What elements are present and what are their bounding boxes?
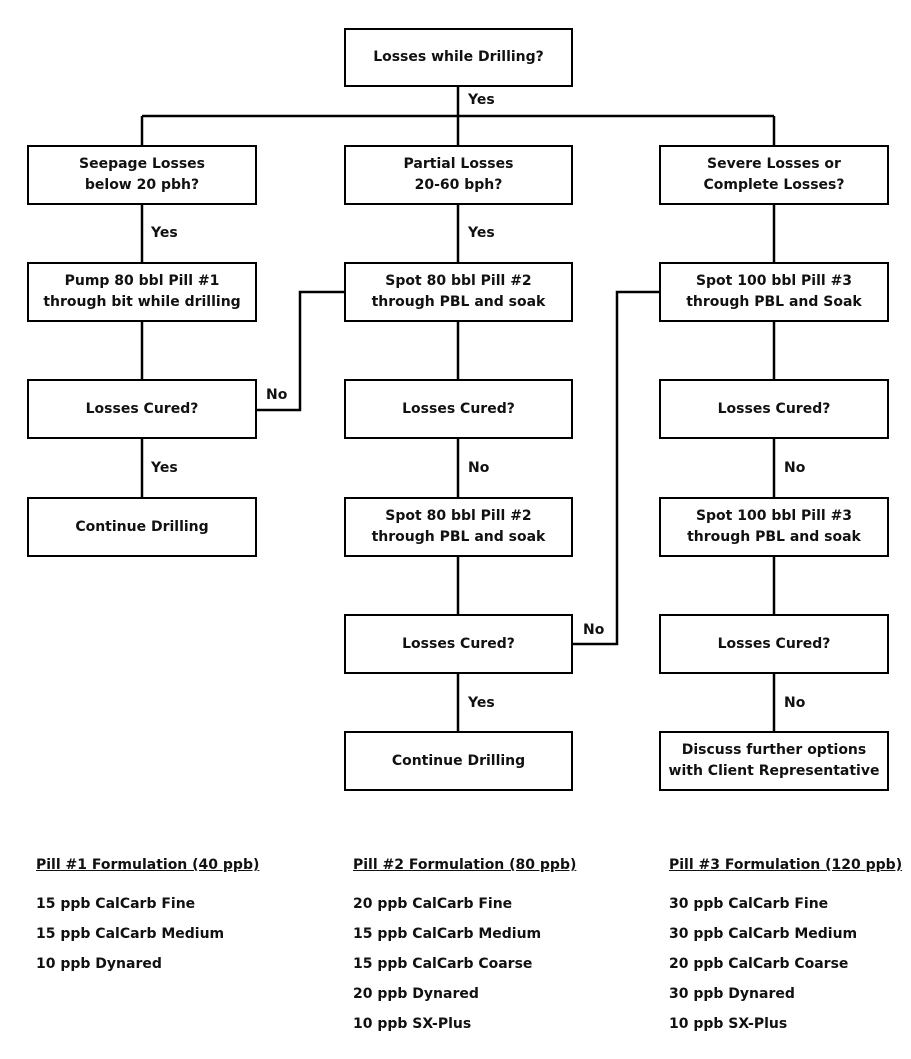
middle-check1-box: Losses Cured? <box>344 379 573 439</box>
pill3-item: 30 ppb CalCarb Fine <box>669 896 829 912</box>
pill1-formulation: Pill #1 Formulation (40 ppb) 15 ppb CalC… <box>36 855 259 979</box>
pill2-formulation: Pill #2 Formulation (80 ppb) 20 ppb CalC… <box>353 855 576 1039</box>
right-check1-box: Losses Cured? <box>659 379 889 439</box>
right-end-line1: Discuss further options <box>681 742 867 758</box>
left-no-label: No <box>266 387 288 403</box>
pill3-item: 20 ppb CalCarb Coarse <box>669 956 849 972</box>
pill3-title: Pill #3 Formulation (120 ppb) <box>669 857 903 873</box>
middle-end-box: Continue Drilling <box>344 731 573 791</box>
right-action-box: Spot 100 bbl Pill #3 through PBL and Soak <box>659 262 889 322</box>
pill1-item: 15 ppb CalCarb Medium <box>36 926 225 942</box>
right-end-box: Discuss further options with Client Repre… <box>659 731 889 791</box>
pill2-item: 20 ppb CalCarb Fine <box>353 896 513 912</box>
left-check-text: Losses Cured? <box>85 400 199 417</box>
left-end-box: Continue Drilling <box>27 497 257 557</box>
right-end-line2: with Client Representative <box>668 763 880 779</box>
right-action2-box: Spot 100 bbl Pill #3 through PBL and soak <box>659 497 889 557</box>
right-action-line2: through PBL and Soak <box>686 294 862 310</box>
middle-action-box: Spot 80 bbl Pill #2 through PBL and soak <box>344 262 573 322</box>
pill1-item: 10 ppb Dynared <box>36 956 162 972</box>
middle-action2-line1: Spot 80 bbl Pill #2 <box>385 508 532 524</box>
middle-check1-text: Losses Cured? <box>402 400 515 417</box>
middle-no1-label: No <box>468 460 490 476</box>
left-end-text: Continue Drilling <box>75 518 209 535</box>
middle-no2-label: No <box>583 622 605 638</box>
middle-question-line1: Partial Losses <box>403 156 514 172</box>
right-check2-text: Losses Cured? <box>717 635 831 652</box>
middle-action2-box: Spot 80 bbl Pill #2 through PBL and soak <box>344 497 573 557</box>
start-box: Losses while Drilling? <box>344 28 573 87</box>
start-yes-label: Yes <box>468 92 495 108</box>
pill3-item: 10 ppb SX-Plus <box>669 1016 788 1032</box>
left-yes1-label: Yes <box>151 225 178 241</box>
middle-end-text: Continue Drilling <box>391 752 526 769</box>
left-question-box: Seepage Losses below 20 pbh? <box>27 145 257 205</box>
middle-action2-line2: through PBL and soak <box>371 529 546 545</box>
connector-left-no <box>257 290 344 412</box>
pill2-item: 15 ppb CalCarb Coarse <box>353 956 533 972</box>
left-yes2-label: Yes <box>151 460 178 476</box>
middle-check2-box: Losses Cured? <box>344 614 573 674</box>
pill1-title: Pill #1 Formulation (40 ppb) <box>36 857 260 873</box>
left-action-line2: through bit while drilling <box>43 294 241 310</box>
connector-mid-no <box>573 290 660 646</box>
flowchart: Losses while Drilling? Yes Seepage Losse… <box>27 28 889 791</box>
pill2-title: Pill #2 Formulation (80 ppb) <box>353 857 577 873</box>
right-question-line2: Complete Losses? <box>703 177 845 193</box>
right-no2-label: No <box>784 695 806 711</box>
left-question-line2: below 20 pbh? <box>84 177 200 193</box>
right-question-box: Severe Losses or Complete Losses? <box>659 145 889 205</box>
pill2-item: 10 ppb SX-Plus <box>353 1016 472 1032</box>
right-action2-line1: Spot 100 bbl Pill #3 <box>695 508 853 524</box>
right-check2-box: Losses Cured? <box>659 614 889 674</box>
middle-action-line2: through PBL and soak <box>371 294 546 310</box>
right-question-line1: Severe Losses or <box>707 156 841 172</box>
connector-lines <box>140 86 776 732</box>
pill3-item: 30 ppb Dynared <box>669 986 795 1002</box>
middle-check2-text: Losses Cured? <box>402 635 515 652</box>
middle-action-line1: Spot 80 bbl Pill #2 <box>385 273 532 289</box>
right-action2-line2: through PBL and soak <box>687 529 861 545</box>
pill3-formulation: Pill #3 Formulation (120 ppb) 30 ppb Cal… <box>669 855 902 1039</box>
right-action-line1: Spot 100 bbl Pill #3 <box>695 273 853 289</box>
left-action-line1: Pump 80 bbl Pill #1 <box>64 273 220 289</box>
pill2-item: 15 ppb CalCarb Medium <box>353 926 542 942</box>
middle-yes2-label: Yes <box>468 695 495 711</box>
left-action-box: Pump 80 bbl Pill #1 through bit while dri… <box>27 262 257 322</box>
right-check1-text: Losses Cured? <box>717 400 831 417</box>
right-no1-label: No <box>784 460 806 476</box>
start-text: Losses while Drilling? <box>373 49 544 65</box>
pill2-item: 20 ppb Dynared <box>353 986 479 1002</box>
pill1-item: 15 ppb CalCarb Fine <box>36 896 196 912</box>
pill3-item: 30 ppb CalCarb Medium <box>669 926 858 942</box>
left-check-box: Losses Cured? <box>27 379 257 439</box>
middle-question-box: Partial Losses 20-60 bph? <box>344 145 573 205</box>
left-question-line1: Seepage Losses <box>79 156 205 172</box>
middle-yes1-label: Yes <box>468 225 495 241</box>
middle-question-line2: 20-60 bph? <box>414 177 503 193</box>
